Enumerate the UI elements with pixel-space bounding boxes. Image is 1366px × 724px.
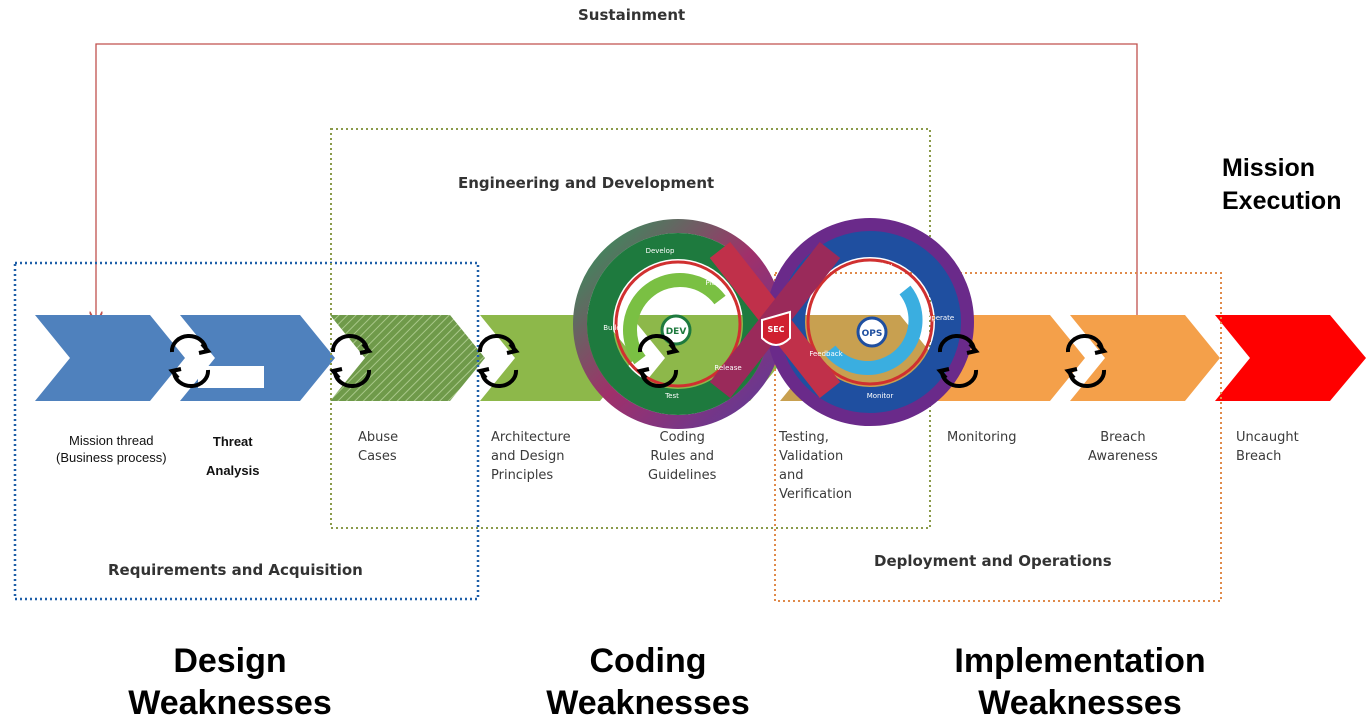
ops-badge: OPS (862, 329, 883, 339)
chevron-uncaught-breach (1215, 315, 1366, 401)
phase-test: Test (664, 392, 679, 400)
chevron-breach-awareness (1070, 315, 1220, 401)
phase-release: Release (714, 364, 741, 372)
sustainment-line (96, 43, 1138, 318)
stage-label-breach-awareness: Breach Awareness (1088, 430, 1158, 464)
requirements-title: Requirements and Acquisition (108, 561, 363, 579)
phase-operate: Operate (926, 314, 954, 322)
stage-chevrons (35, 315, 1366, 401)
stage-label-monitoring: Monitoring (947, 430, 1017, 445)
stage-label-architecture: Architecture and Design Principles (491, 430, 571, 483)
chevron-abuse-cases (330, 315, 485, 401)
devsecops-infinity-graphic: DEV SEC OPS Develop Plan Build Test Rele… (573, 218, 974, 429)
cycle-icons (168, 334, 1108, 388)
stage-label-coding: Coding Rules and Guidelines (648, 430, 717, 483)
cycle-icon-6 (1064, 334, 1108, 388)
phase-develop: Develop (646, 247, 675, 255)
stage-label-mission-thread: Mission thread (Business process) (56, 433, 167, 465)
deployment-box (774, 272, 1222, 602)
implementation-weaknesses-label: Implementation Weaknesses (954, 642, 1206, 722)
phase-feedback: Feedback (809, 350, 843, 358)
stage-label-testing: Testing, Validation and Verification (779, 430, 853, 502)
stage-label-abuse-cases: Abuse Cases (358, 430, 399, 464)
sec-badge: SEC (767, 325, 784, 334)
coding-weaknesses-label: Coding Weaknesses (546, 642, 750, 722)
phase-plan: Plan (706, 279, 721, 287)
phase-deploy: Deploy (868, 262, 893, 270)
engineering-box (330, 128, 931, 529)
chevron-threat-analysis (180, 315, 335, 401)
cycle-icon-5 (936, 334, 980, 388)
cycle-icon-2 (329, 334, 373, 388)
cycle-icon-1 (168, 334, 212, 388)
deployment-title: Deployment and Operations (874, 552, 1112, 570)
requirements-box (13, 261, 480, 601)
cycle-icon-3 (476, 334, 520, 388)
dev-badge: DEV (666, 327, 687, 337)
sustainment-title: Sustainment (578, 6, 686, 24)
stage-label-uncaught-breach: Uncaught Breach (1236, 430, 1299, 464)
chevron-mission-thread (35, 315, 185, 401)
engineering-title: Engineering and Development (458, 174, 715, 192)
phase-monitor: Monitor (867, 392, 894, 400)
design-weaknesses-label: Design Weaknesses (128, 642, 332, 722)
mission-execution-label: Mission Execution (1222, 154, 1342, 215)
stage-label-threat-analysis: Threat Analysis (206, 434, 260, 478)
white-patch (198, 366, 264, 388)
cycle-icon-4 (636, 334, 680, 388)
phase-build: Build (603, 324, 621, 332)
